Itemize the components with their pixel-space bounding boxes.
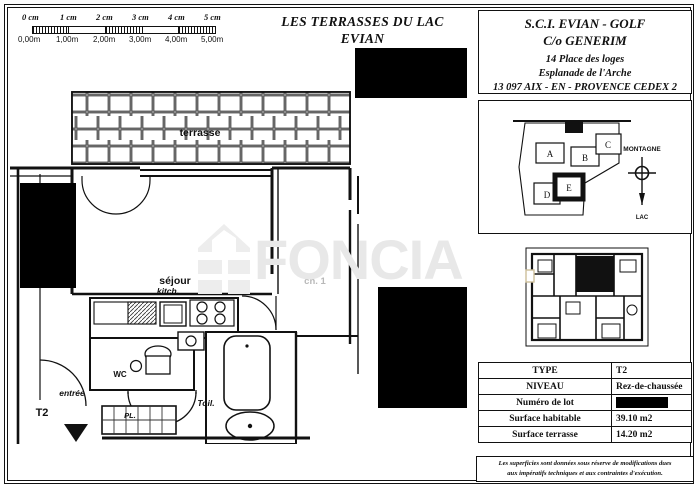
document-title-line1: LES TERRASSES DU LAC <box>281 14 444 29</box>
room-label-placard: PL. <box>124 411 136 420</box>
site-building-d-label: D <box>544 190 551 200</box>
unit-type-marker: T2 <box>36 407 49 419</box>
room-label-wc: WC <box>113 370 127 379</box>
apartment-info-table: TYPE T2 NIVEAU Rez-de-chaussée Numéro de… <box>478 362 692 443</box>
company-name: S.C.I. EVIAN - GOLF <box>524 16 646 31</box>
scale-seg-4 <box>143 27 179 33</box>
key-plan-drawing <box>525 247 649 347</box>
compass-rose <box>628 157 656 205</box>
site-building-c <box>595 133 622 155</box>
site-building-c-label: C <box>605 140 611 150</box>
room-label-kitchen: kitch. <box>157 286 179 296</box>
scale-cm-0: 0 cm <box>22 12 39 22</box>
site-plan: A B C D E MONTAGNE LAC <box>478 100 692 234</box>
redaction-block-top-right <box>355 48 467 98</box>
room-bathroom <box>205 331 297 444</box>
info-value-type: T2 <box>611 362 692 379</box>
scale-bar: 0 cm 1 cm 2 cm 3 cm 4 cm 5 cm 0,00m 1,00… <box>18 12 230 44</box>
scale-cm-3: 3 cm <box>132 12 149 22</box>
site-building-e <box>552 172 586 202</box>
address-street: 14 Place des loges <box>545 53 625 65</box>
scale-m-5: 5,00m <box>201 35 224 44</box>
floor-plan-drawing: terrasse <box>10 91 359 444</box>
info-value-surface-terrasse: 14.20 m2 <box>611 426 692 443</box>
info-key-niveau: NIVEAU <box>478 378 612 395</box>
site-building-e-label: E <box>566 183 572 193</box>
info-value-lot-redacted <box>611 394 692 411</box>
site-building-b <box>570 146 600 167</box>
info-key-surface-terrasse: Surface terrasse <box>478 426 612 443</box>
compass-label-bottom: LAC <box>636 215 649 221</box>
table-row: Surface terrasse 14.20 m2 <box>478 426 692 443</box>
scale-m-2: 2,00m <box>93 35 116 44</box>
address-city: 13 097 AIX - EN - PROVENCE CEDEX 2 <box>493 82 677 94</box>
table-row: NIVEAU Rez-de-chaussée <box>478 378 692 395</box>
scale-seg-2 <box>69 27 106 33</box>
room-label-toilet: Toil. <box>197 398 214 408</box>
redaction-block-lot <box>616 397 668 408</box>
building-key-plan <box>520 244 654 350</box>
site-plan-drawing: A B C D E MONTAGNE LAC <box>513 120 661 221</box>
room-terrasse <box>71 91 351 165</box>
info-key-lot: Numéro de lot <box>478 394 612 411</box>
scale-m-4: 4,00m <box>165 35 188 44</box>
scale-cm-4: 4 cm <box>168 12 185 22</box>
site-building-b-label: B <box>582 153 588 163</box>
room-kitchen <box>89 297 239 339</box>
redaction-block-left <box>20 183 76 288</box>
key-plan-highlighted-unit <box>576 256 614 292</box>
info-key-type: TYPE <box>478 362 612 379</box>
info-value-surface-habitable: 39.10 m2 <box>611 410 692 427</box>
info-key-surface-habitable: Surface habitable <box>478 410 612 427</box>
disclaimer-line1: Les superficies sont données sous réserv… <box>498 460 672 468</box>
room-label-entree: entrée <box>59 388 85 398</box>
table-row: Numéro de lot <box>478 394 692 411</box>
scale-cm-2: 2 cm <box>96 12 113 22</box>
compass-label-top: MONTAGNE <box>623 146 661 153</box>
disclaimer-line2: aux impératifs techniques et aux contrai… <box>507 470 663 477</box>
care-of-name: C/o GENERIM <box>543 32 627 48</box>
scale-m-3: 3,00m <box>129 35 152 44</box>
scale-bar-metre-labels: 0,00m 1,00m 2,00m 3,00m 4,00m 5,00m <box>18 35 230 45</box>
table-row: TYPE T2 <box>478 362 692 379</box>
redaction-block-bottom-right <box>378 287 467 408</box>
scale-seg-3 <box>106 27 143 33</box>
owner-address-block: S.C.I. EVIAN - GOLF C/o GENERIM 14 Place… <box>478 10 692 94</box>
terrace-door-swing <box>81 176 151 215</box>
ch1-door-swing <box>241 295 277 331</box>
sheet-inner-border <box>7 7 691 481</box>
info-value-niveau: Rez-de-chaussée <box>611 378 692 395</box>
room-wc <box>89 331 205 391</box>
site-entrance-marker <box>565 121 583 133</box>
disclaimer-note: Les superficies sont données sous réserv… <box>476 456 694 482</box>
scale-seg-1 <box>33 27 69 33</box>
room-label-ch1: ch. 1 <box>304 276 326 287</box>
site-building-a <box>535 142 565 164</box>
scale-m-1: 1,00m <box>56 35 79 44</box>
document-title-line2: EVIAN <box>340 30 385 46</box>
table-row: Surface habitable 39.10 m2 <box>478 410 692 427</box>
scale-cm-1: 1 cm <box>60 12 77 22</box>
room-label-terrasse: terrasse <box>180 127 221 139</box>
document-title: LES TERRASSES DU LAC EVIAN <box>255 14 470 48</box>
scale-m-0: 0,00m <box>18 35 41 44</box>
scale-cm-5: 5 cm <box>204 12 221 22</box>
apartment-floor-plan: terrasse <box>10 44 472 444</box>
closet-placard <box>101 405 177 435</box>
scale-seg-5 <box>179 27 215 33</box>
address-complement: Esplanade de l'Arche <box>538 67 632 79</box>
unit-entry-marker <box>64 424 88 442</box>
site-building-a-label: A <box>547 149 554 159</box>
scale-bar-rail <box>32 26 216 34</box>
scale-bar-cm-labels: 0 cm 1 cm 2 cm 3 cm 4 cm 5 cm <box>18 12 230 24</box>
room-label-sejour: séjour <box>159 275 191 287</box>
